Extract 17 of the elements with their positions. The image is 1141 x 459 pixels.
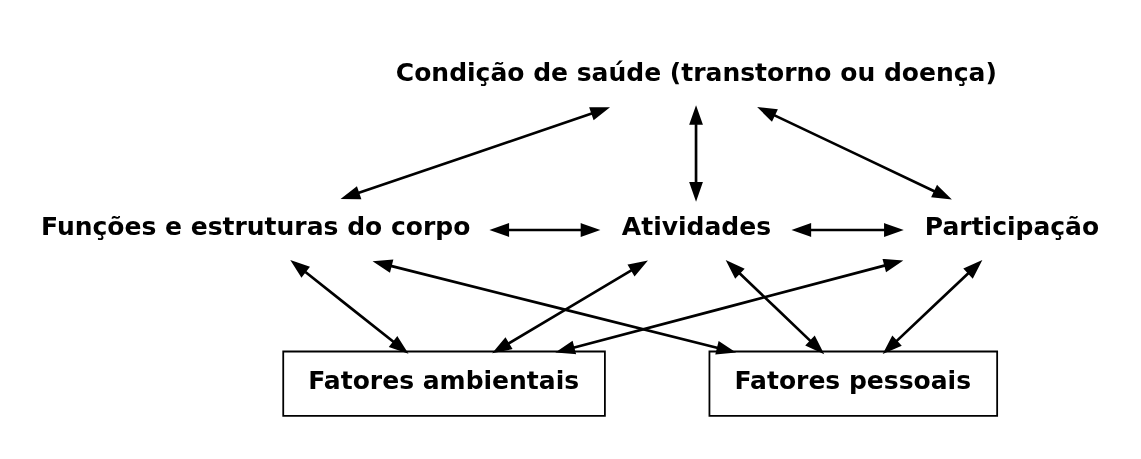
node-box: Fatores ambientais (282, 350, 606, 417)
arrow (489, 222, 601, 237)
node-text: Atividades (621, 211, 772, 241)
arrow (791, 222, 904, 237)
node-box: Fatores pessoais (708, 350, 999, 417)
arrow (689, 104, 703, 202)
arrow (555, 258, 904, 354)
arrow (340, 106, 611, 199)
arrow (725, 259, 825, 354)
node-text: Funções e estruturas do corpo (41, 211, 471, 241)
arrow (882, 259, 983, 354)
arrow (290, 259, 409, 354)
arrow (492, 259, 648, 353)
node-text: Participação (924, 211, 1100, 241)
arrow (372, 258, 737, 354)
node-text: Condição de saúde (transtorno ou doença) (395, 57, 997, 87)
arrow (757, 106, 952, 200)
